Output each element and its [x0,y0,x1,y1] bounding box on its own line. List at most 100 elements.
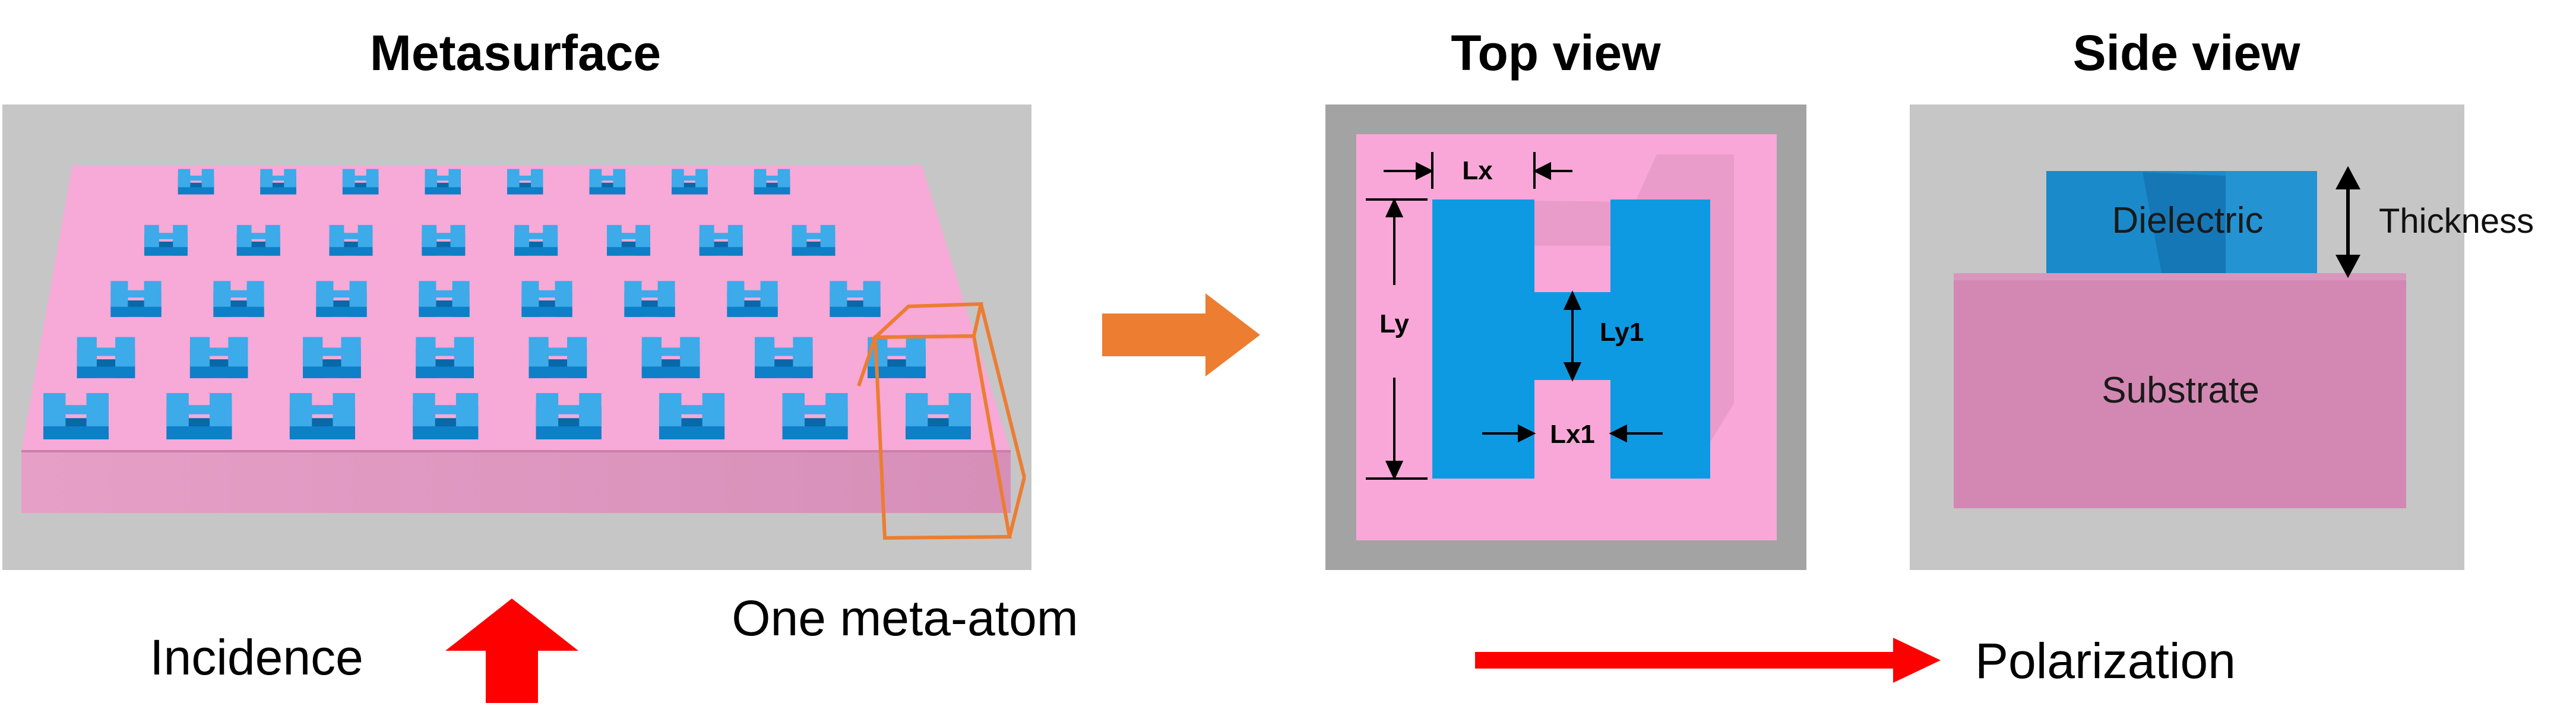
meta-atom-top [166,393,232,426]
meta-atom-top [413,393,479,426]
meta-atom-top [422,224,466,248]
meta-atom-front [260,187,296,195]
orange-arrow-icon [1102,293,1260,376]
meta-atom [514,224,558,256]
dim-label-ly: Ly [1379,309,1409,338]
label-incidence: Incidence [150,629,363,685]
meta-atom [727,281,778,317]
meta-atom [830,281,881,317]
meta-atom-front [521,306,572,317]
meta-atom-top [727,281,778,307]
metasurface-panel [2,104,1031,570]
top-view-dimensions [1366,152,1663,480]
meta-atom [672,169,708,195]
meta-atom [178,169,214,195]
meta-atom-front [514,247,558,256]
title-side-view: Side view [2073,25,2301,81]
meta-atom-front [699,247,743,256]
meta-atom-front [166,426,232,439]
meta-atom-top [659,393,725,426]
meta-atom-front [425,187,461,195]
meta-atom-front [416,366,474,378]
meta-atom-front [830,306,881,317]
meta-atom [868,337,926,378]
meta-atom [419,281,470,317]
label-polarization: Polarization [1975,633,2236,689]
meta-atom [144,224,188,256]
meta-atom-front [316,306,367,317]
meta-atom-array [43,169,971,439]
meta-atom-front [607,247,650,256]
polarization-arrow-icon [1475,638,1941,683]
meta-atom-front [868,366,926,378]
side-view-dielectric-shade [2143,172,2226,273]
meta-atom-top [178,169,214,188]
thickness-arrow-icon [2336,166,2360,278]
meta-atom [422,224,466,256]
meta-atom-top [425,169,461,188]
meta-atom [413,393,479,439]
meta-atom-front [189,366,248,378]
meta-atom [607,224,650,256]
meta-atom [589,169,626,195]
meta-atom-top [213,281,264,307]
meta-atom-front [754,187,790,195]
meta-atom [659,393,725,439]
meta-atom-top [830,281,881,307]
meta-atom-top [43,393,109,426]
meta-atom-top [236,224,280,248]
side-view-substrate-top [1954,273,2406,280]
meta-atom-top [906,393,971,426]
meta-atom-front [755,366,813,378]
meta-atom [755,337,813,378]
top-view-panel: Lx Ly Ly1 Lx1 [1325,104,1806,570]
meta-atom-top [792,224,836,248]
meta-atom [189,337,248,378]
meta-atom-front [289,426,355,439]
meta-atom-front [77,366,135,378]
meta-atom-top [416,337,474,367]
meta-atom-top [672,169,708,188]
meta-atom-front [507,187,543,195]
meta-atom-front [782,426,848,439]
meta-atom-top [77,337,135,367]
meta-atom [754,169,790,195]
meta-atom-top [342,169,379,188]
title-top-view: Top view [1451,25,1661,81]
meta-atom-top [521,281,572,307]
meta-atom [416,337,474,378]
meta-atom [521,281,572,317]
meta-atom-front [529,366,587,378]
meta-atom-front [329,247,373,256]
meta-atom-front [236,247,280,256]
side-view-dielectric-right [2226,171,2317,273]
meta-atom-top [189,337,248,367]
meta-atom-front [303,366,361,378]
meta-atom-front [727,306,778,317]
meta-atom-front [110,306,162,317]
meta-atom-front [589,187,626,195]
title-metasurface: Metasurface [370,25,661,81]
meta-atom-top [260,169,296,188]
meta-atom-front [342,187,379,195]
meta-atom [782,393,848,439]
meta-atom-front [43,426,109,439]
meta-atom-front [672,187,708,195]
meta-atom-front [659,426,725,439]
meta-atom-top [316,281,367,307]
meta-atom-front [413,426,479,439]
meta-atom [236,224,280,256]
meta-atom-top [329,224,373,248]
meta-atom [166,393,232,439]
dim-label-ly1: Ly1 [1600,318,1644,347]
meta-atom [316,281,367,317]
meta-atom [641,337,700,378]
label-one-meta-atom: One meta-atom [732,590,1078,646]
meta-atom [110,281,162,317]
meta-atom [529,337,587,378]
meta-atom-front [906,426,971,439]
meta-atom [792,224,836,256]
meta-atom-top [589,169,626,188]
meta-atom [303,337,361,378]
meta-atom-top [529,337,587,367]
